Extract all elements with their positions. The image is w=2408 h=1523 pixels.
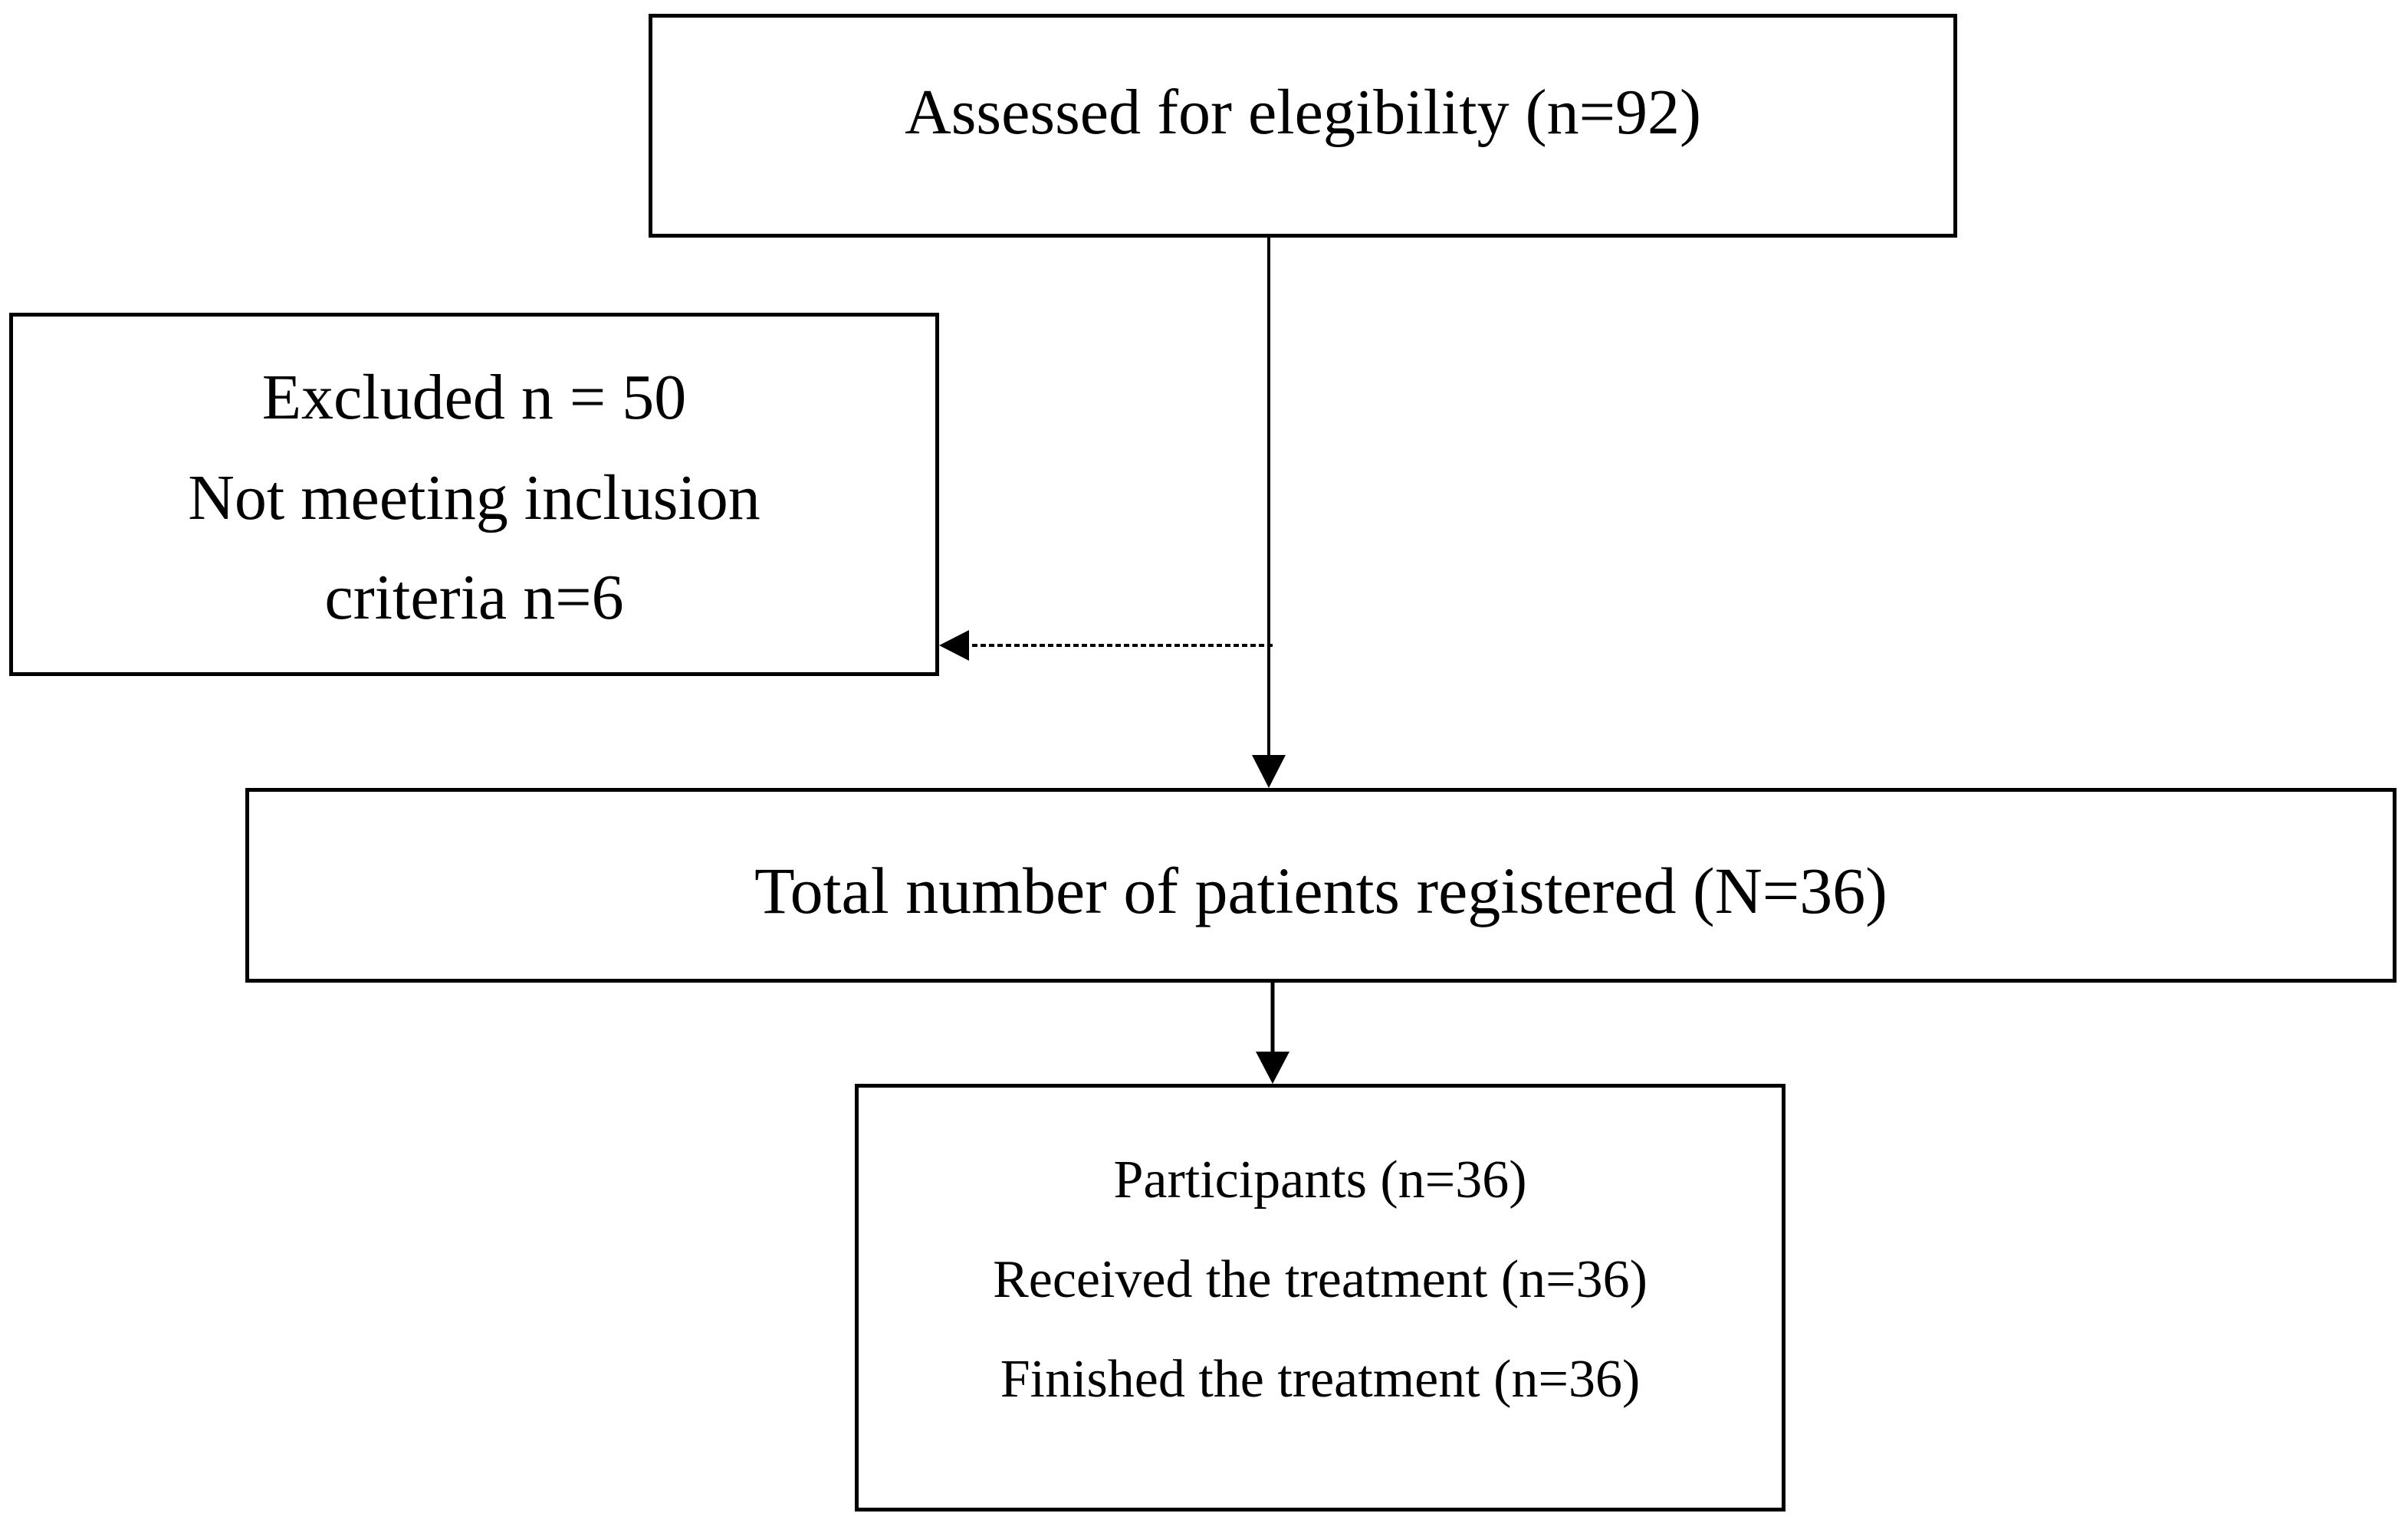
participants-line-2: Received the treatment (n=36) — [993, 1250, 1647, 1309]
excluded-line-3: criteria n=6 — [324, 562, 624, 633]
excluded-box: Excluded n = 50 Not meeting inclusion cr… — [9, 313, 939, 676]
excluded-line-2: Not meeting inclusion — [188, 462, 761, 533]
participants-box: Participants (n=36) Received the treatme… — [855, 1084, 1785, 1512]
participants-line-1: Participants (n=36) — [1113, 1150, 1527, 1210]
registered-box: Total number of patients registered (N=3… — [245, 788, 2397, 983]
excluded-line-1: Excluded n = 50 — [261, 362, 687, 433]
arrowhead-down-registered — [1252, 755, 1286, 788]
registered-text: Total number of patients registered (N=3… — [754, 854, 1887, 927]
assessed-box: Assessed for elegibility (n=92) — [649, 14, 1957, 238]
arrowhead-down-participants — [1256, 1052, 1289, 1084]
assessed-text: Assessed for elegibility (n=92) — [905, 77, 1701, 148]
arrowhead-left-excluded — [939, 630, 969, 661]
participants-line-3: Finished the treatment (n=36) — [1000, 1350, 1641, 1409]
